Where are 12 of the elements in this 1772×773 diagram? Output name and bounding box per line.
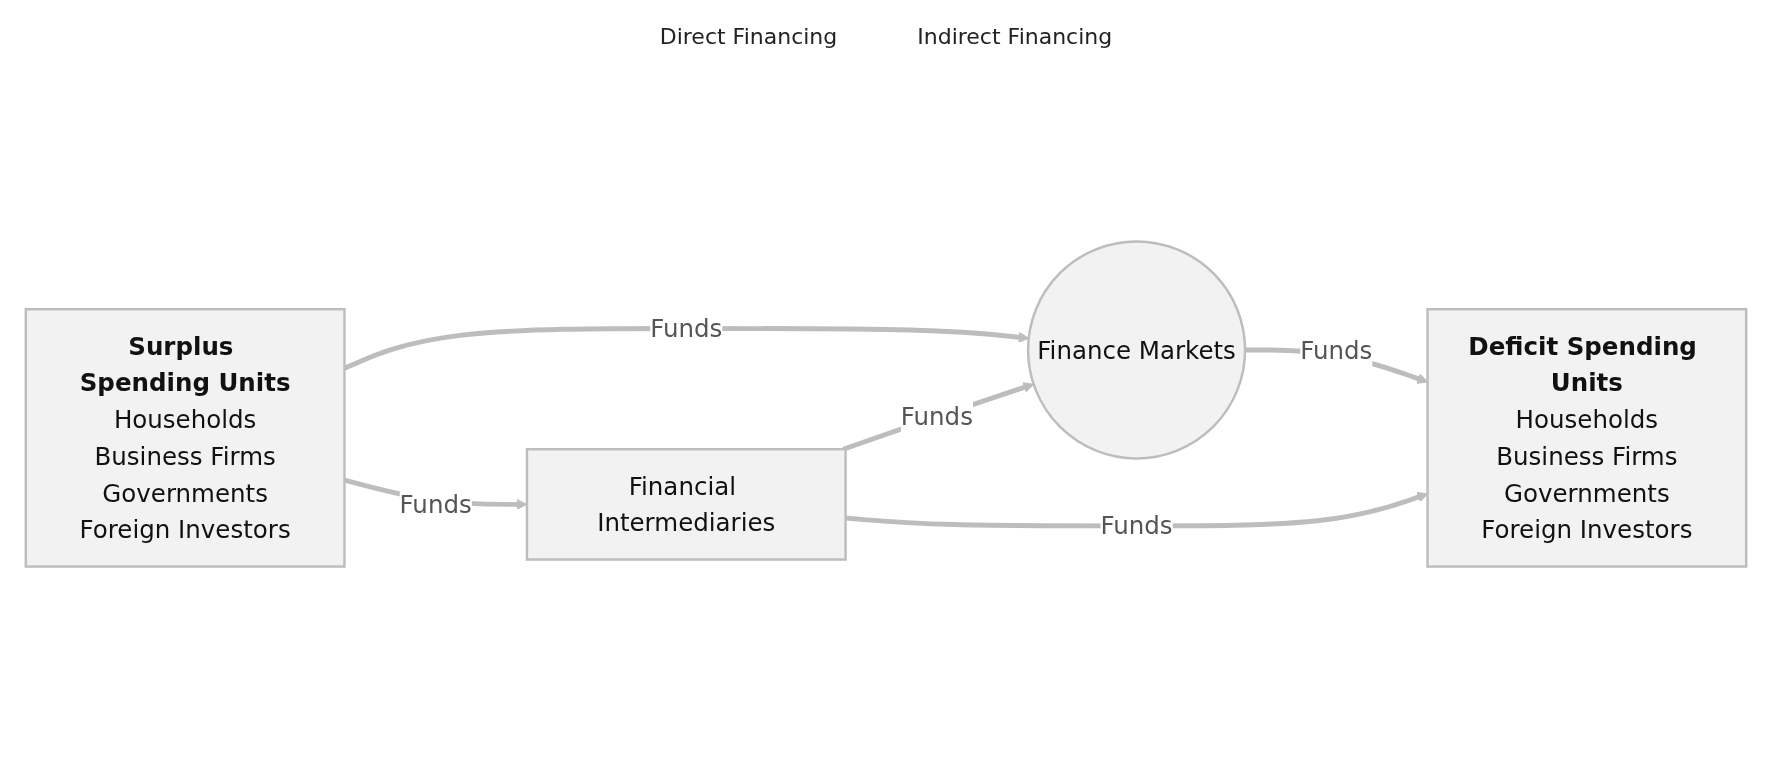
note-text: Indirect Financing (917, 24, 1113, 49)
node-box: Financial Intermediaries (525, 448, 847, 561)
edge-label: Funds (399, 489, 472, 520)
edge-label: Funds (1300, 335, 1373, 365)
edge-label: Funds (1100, 511, 1173, 541)
node-box: Surplus Spending Units Households Business Firms Governments Foreign Investors (24, 307, 346, 568)
edge-label: Funds (900, 401, 973, 432)
note-text: Direct Financing (659, 24, 838, 49)
arrow (842, 382, 1035, 452)
node-box: Deficit Spending Units Households Business Firms Governments Foreign Investors (1426, 307, 1748, 568)
edge-label: Funds (650, 313, 723, 344)
node-circle: Finance Markets (1026, 240, 1247, 460)
